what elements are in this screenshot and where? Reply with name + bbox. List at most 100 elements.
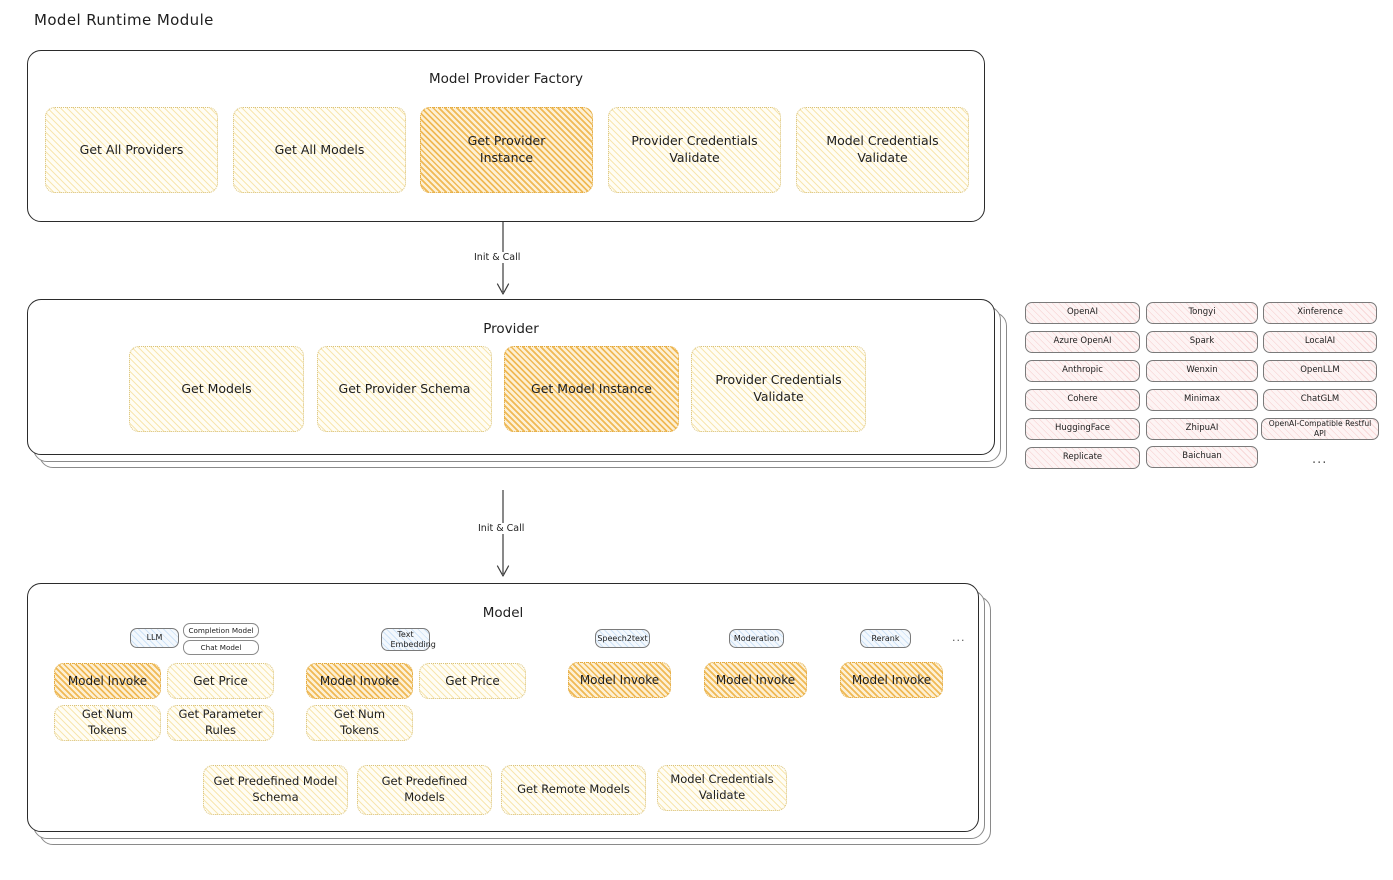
- rerank-box-model-invoke[interactable]: Model Invoke: [840, 662, 943, 698]
- model-title: Model: [482, 605, 524, 621]
- model-subtag-label: Completion Model: [188, 626, 254, 635]
- provider-chip[interactable]: OpenAI-Compatible Restful API: [1261, 418, 1379, 440]
- provider-chip[interactable]: Anthropic: [1025, 360, 1140, 382]
- llm-box-label: Get Parameter Rules: [178, 707, 263, 737]
- factory-box-get-all-models[interactable]: Get All Models: [233, 107, 406, 193]
- provider-chip-label: LocalAI: [1304, 336, 1336, 347]
- factory-box-label: Get All Providers: [79, 141, 184, 157]
- provider-chip-label: Baichuan: [1182, 451, 1222, 462]
- model-subtag-completion-model[interactable]: Completion Model: [183, 623, 259, 638]
- provider-chip-label: OpenAI: [1066, 307, 1099, 318]
- provider-box-label: Get Provider Schema: [338, 380, 471, 396]
- provider-chip[interactable]: Minimax: [1146, 389, 1258, 411]
- provider-chip[interactable]: Tongyi: [1146, 302, 1258, 324]
- model-type-tag-label: Rerank: [871, 633, 900, 643]
- provider-box-label: Provider Credentials Validate: [715, 372, 842, 404]
- moderation-box-model-invoke[interactable]: Model Invoke: [704, 662, 807, 698]
- provider-chip-label: Wenxin: [1186, 365, 1218, 376]
- provider-chip-label: Spark: [1189, 336, 1215, 347]
- provider-chip[interactable]: HuggingFace: [1025, 418, 1140, 440]
- provider-chip[interactable]: Cohere: [1025, 389, 1140, 411]
- provider-chip[interactable]: OpenLLM: [1263, 360, 1377, 382]
- factory-box-model-credentials-validate[interactable]: Model Credentials Validate: [796, 107, 969, 193]
- text-embedding-box-label: Model Invoke: [319, 673, 400, 688]
- page-title: Model Runtime Module: [34, 11, 214, 29]
- provider-box-provider-credentials-validate[interactable]: Provider Credentials Validate: [691, 346, 866, 432]
- model-type-tag-label: LLM: [146, 633, 163, 642]
- text-embedding-box-get-num-tokens[interactable]: Get Num Tokens: [306, 705, 413, 741]
- factory-box-get-all-providers[interactable]: Get All Providers: [45, 107, 218, 193]
- model-common-box-get-remote-models[interactable]: Get Remote Models: [501, 765, 646, 815]
- model-type-tag-rerank[interactable]: Rerank: [860, 629, 911, 648]
- model-type-tag-text-embedding[interactable]: Text Embedding: [381, 628, 436, 651]
- llm-box-get-num-tokens[interactable]: Get Num Tokens: [54, 705, 161, 741]
- arrow-label-init-and-call-2: Init & Call: [474, 523, 529, 534]
- model-subtag-label: Chat Model: [200, 643, 242, 652]
- arrow-provider-to-model: [496, 490, 510, 577]
- text-embedding-box-label: Get Num Tokens: [333, 707, 386, 737]
- model-provider-factory-title: Model Provider Factory: [428, 71, 583, 87]
- provider-chip-label: ZhipuAI: [1185, 423, 1219, 434]
- provider-chip-label: Anthropic: [1062, 365, 1103, 376]
- model-common-box-label: Get Predefined Models: [381, 774, 468, 804]
- provider-title: Provider: [483, 321, 539, 337]
- model-type-tag-speech2text[interactable]: Speech2text: [595, 629, 650, 648]
- provider-box-label: Get Models: [181, 380, 252, 396]
- model-type-tag-llm[interactable]: LLM: [130, 628, 179, 648]
- provider-chip[interactable]: ZhipuAI: [1146, 418, 1258, 440]
- model-type-tag-moderation[interactable]: Moderation: [729, 629, 784, 648]
- llm-box-model-invoke[interactable]: Model Invoke: [54, 663, 161, 699]
- provider-chip-label: Replicate: [1062, 452, 1103, 463]
- provider-chip[interactable]: Spark: [1146, 331, 1258, 353]
- factory-box-label: Provider Credentials Validate: [631, 133, 758, 165]
- moderation-box-label: Model Invoke: [715, 672, 796, 687]
- llm-box-get-price[interactable]: Get Price: [167, 663, 274, 699]
- speech2text-box-label: Model Invoke: [579, 672, 660, 687]
- provider-chip[interactable]: LocalAI: [1263, 331, 1377, 353]
- text-embedding-box-get-price[interactable]: Get Price: [419, 663, 526, 699]
- provider-chip-label: Azure OpenAI: [1053, 336, 1112, 347]
- factory-box-label: Get Provider Instance: [467, 133, 546, 165]
- provider-chip[interactable]: Baichuan: [1146, 446, 1258, 468]
- provider-chip-label: HuggingFace: [1055, 423, 1110, 434]
- model-type-tag-label: Speech2text: [597, 633, 648, 643]
- provider-box-get-provider-schema[interactable]: Get Provider Schema: [317, 346, 492, 432]
- model-type-tag-label: Text Embedding: [390, 629, 436, 649]
- model-type-tag-label: Moderation: [733, 633, 780, 643]
- llm-box-label: Get Num Tokens: [81, 707, 134, 737]
- provider-box-get-models[interactable]: Get Models: [129, 346, 304, 432]
- text-embedding-box-label: Get Price: [445, 673, 500, 688]
- provider-chip[interactable]: Azure OpenAI: [1025, 331, 1140, 353]
- provider-list-more: ...: [1312, 452, 1328, 467]
- text-embedding-box-model-invoke[interactable]: Model Invoke: [306, 663, 413, 699]
- provider-chip-label: Minimax: [1184, 394, 1220, 405]
- llm-box-label: Get Price: [193, 673, 248, 688]
- model-types-more: ...: [952, 631, 966, 644]
- provider-chip-label: Tongyi: [1188, 307, 1216, 318]
- factory-box-provider-credentials-validate[interactable]: Provider Credentials Validate: [608, 107, 781, 193]
- provider-chip[interactable]: Replicate: [1025, 447, 1140, 469]
- model-common-box-get-predefined-models[interactable]: Get Predefined Models: [357, 765, 492, 815]
- factory-box-label: Get All Models: [274, 141, 365, 157]
- speech2text-box-model-invoke[interactable]: Model Invoke: [568, 662, 671, 698]
- provider-box-get-model-instance[interactable]: Get Model Instance: [504, 346, 679, 432]
- model-subtag-chat-model[interactable]: Chat Model: [183, 640, 259, 655]
- model-common-box-get-predefined-model-schema[interactable]: Get Predefined Model Schema: [203, 765, 348, 815]
- provider-box-label: Get Model Instance: [531, 380, 652, 396]
- provider-chip-label: ChatGLM: [1300, 394, 1340, 405]
- model-common-box-label: Get Predefined Model Schema: [213, 774, 338, 804]
- provider-chip[interactable]: OpenAI: [1025, 302, 1140, 324]
- provider-chip[interactable]: ChatGLM: [1263, 389, 1377, 411]
- provider-chip[interactable]: Wenxin: [1146, 360, 1258, 382]
- arrow-label-init-and-call-1: Init & Call: [470, 252, 525, 263]
- model-common-box-model-credentials-validate[interactable]: Model Credentials Validate: [657, 765, 787, 811]
- factory-box-get-provider-instance[interactable]: Get Provider Instance: [420, 107, 593, 193]
- provider-chip-label: OpenLLM: [1300, 365, 1340, 376]
- factory-box-label: Model Credentials Validate: [826, 133, 939, 165]
- rerank-box-label: Model Invoke: [851, 672, 932, 687]
- provider-chip[interactable]: Xinference: [1263, 302, 1377, 324]
- model-common-box-label: Get Remote Models: [517, 782, 630, 797]
- model-common-box-label: Model Credentials Validate: [670, 772, 774, 802]
- llm-box-get-parameter-rules[interactable]: Get Parameter Rules: [167, 705, 274, 741]
